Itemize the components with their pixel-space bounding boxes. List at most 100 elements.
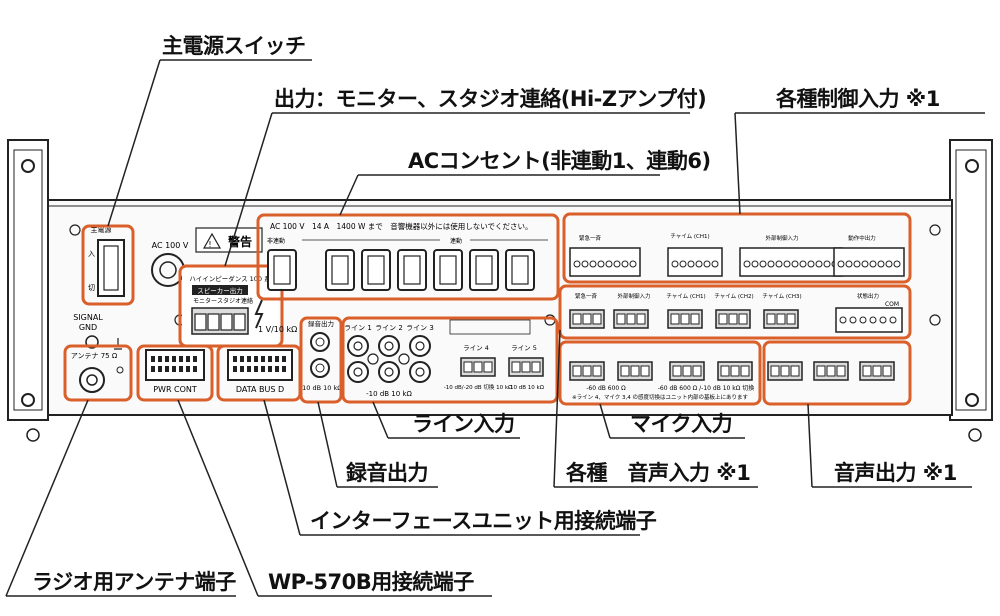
pwr-pin <box>172 366 176 372</box>
pwr-pin <box>165 366 169 372</box>
ground-screw <box>367 353 379 365</box>
bus-pin <box>268 356 272 362</box>
audio-output-terminal[interactable] <box>767 361 803 381</box>
antenna-terminal-group: アンテナ 75 Ω <box>63 344 133 402</box>
control-terminal-block[interactable] <box>833 247 905 277</box>
input-terminal-block[interactable] <box>613 309 649 329</box>
linked-label: 連動 <box>450 237 462 245</box>
linked-outlet[interactable] <box>469 249 499 291</box>
line3-label: ライン 3 <box>406 324 434 332</box>
line-rca-jack[interactable] <box>378 361 400 383</box>
callout-audio-input: 各種 音声入力 ※1 <box>566 461 751 485</box>
ac-outlet-highlight <box>256 213 560 301</box>
bus-pin <box>275 356 279 362</box>
callout-output: 出力：モニター、スタジオ連絡(Hi-Zアンプ付) <box>274 87 707 111</box>
pwr-pin <box>186 366 190 372</box>
pwr-pin <box>179 356 183 362</box>
input-terminal-block[interactable] <box>763 309 799 329</box>
line-rca-jack[interactable] <box>409 335 431 357</box>
linked-outlet[interactable] <box>361 249 391 291</box>
bus-pin <box>268 366 272 372</box>
control-group-label: チャイム (CH1) <box>670 233 709 240</box>
callout-main-power: 主電源スイッチ <box>162 34 306 58</box>
data-bus-connector[interactable] <box>227 349 293 381</box>
antenna-highlight <box>63 344 133 402</box>
rec-out-jack-1[interactable] <box>310 332 330 352</box>
bus-pin <box>240 356 244 362</box>
speaker-out-label: スピーカー出力 <box>197 286 243 295</box>
pwr-pin <box>179 366 183 372</box>
off-label: 切 <box>88 284 95 292</box>
non-linked-outlet[interactable] <box>267 249 297 291</box>
linked-outlet[interactable] <box>505 249 535 291</box>
bus-pin <box>247 366 251 372</box>
audio-output-terminal[interactable] <box>813 361 849 381</box>
mic-terminal-block[interactable] <box>617 361 653 381</box>
input-terminal-block[interactable] <box>715 309 751 329</box>
input-terminal-block[interactable] <box>667 309 703 329</box>
bus-pin <box>282 356 286 362</box>
status-output-terminal[interactable] <box>835 307 903 333</box>
rec-out-jack-2[interactable] <box>310 358 330 378</box>
main-power-panel-label: 主電源 <box>91 225 112 234</box>
line5-terminal[interactable] <box>508 357 544 377</box>
pwr-pin <box>193 366 197 372</box>
control-input-highlight <box>562 212 912 284</box>
line-input-group: ライン 1 ライン 2 ライン 3 -10 dB 10 kΩ ライン 4 ライン… <box>341 316 559 404</box>
bus-pin <box>233 356 237 362</box>
line-rca-jack[interactable] <box>409 361 431 383</box>
line-rca-jack[interactable] <box>347 335 369 357</box>
pwr-cont-connector[interactable] <box>145 349 205 381</box>
on-label: 入 <box>88 250 95 258</box>
signal-gnd-label: SIGNAL <box>73 313 103 322</box>
control-terminal-block[interactable] <box>739 247 843 277</box>
mic-terminal-block[interactable] <box>717 361 753 381</box>
mic-terminal-block[interactable] <box>669 361 705 381</box>
bus-pin <box>275 366 279 372</box>
control-terminal-block[interactable] <box>569 247 641 277</box>
pwr-pin <box>151 356 155 362</box>
linked-outlet[interactable] <box>433 249 463 291</box>
ac-outlet-note: AC 100 V 14 A 1400 W まで 音響機器以外には使用しないでくだ… <box>270 221 533 231</box>
line4-label: ライン 4 <box>463 344 489 352</box>
control-group-label: 緊急一斉 <box>579 234 602 242</box>
bus-pin <box>261 356 265 362</box>
callout-mic-input: マイク入力 <box>630 412 733 436</box>
mic-spec-1: -60 dB 600 Ω <box>586 385 626 392</box>
line-rca-jack[interactable] <box>378 335 400 357</box>
ohm-label: 1 V/10 kΩ <box>258 325 297 334</box>
input-group-label: 緊急一斉 <box>575 292 598 300</box>
mic-input-highlight <box>558 340 762 406</box>
pwr-pin <box>172 356 176 362</box>
mic-note: ※ライン 4、マイク 3,4 の感度切換はユニット内部の基板上にあります <box>572 393 748 401</box>
pwr-pin <box>158 356 162 362</box>
mic-input-group: -60 dB 600 Ω -60 dB 600 Ω /-10 dB 10 kΩ … <box>558 340 762 406</box>
line5-label: ライン 5 <box>511 344 537 352</box>
rec-output-group: 録音出力 -10 dB 10 kΩ <box>299 316 343 404</box>
linked-outlet[interactable] <box>397 249 427 291</box>
audio-output-terminal[interactable] <box>859 361 895 381</box>
control-terminal-block[interactable] <box>667 247 723 277</box>
line-input-highlight <box>341 316 559 404</box>
control-input-group: 緊急一斉チャイム (CH1)外部制御入力動作中出力 <box>562 212 912 284</box>
pwr-cont-group: PWR CONT <box>136 344 214 402</box>
bus-pin <box>240 366 244 372</box>
bus-pin <box>247 356 251 362</box>
line4-terminal[interactable] <box>460 357 496 377</box>
mic-spec-2: -60 dB 600 Ω /-10 dB 10 kΩ 切換 <box>658 384 754 392</box>
linked-outlet[interactable] <box>325 249 355 291</box>
mic-terminal-block[interactable] <box>569 361 605 381</box>
main-power-switch[interactable] <box>97 239 125 297</box>
bus-pin <box>233 366 237 372</box>
input-terminal-block[interactable] <box>569 309 605 329</box>
com-label: COM <box>885 301 899 308</box>
input-group-label: 状態出力 <box>857 292 879 300</box>
warning-icon: ! <box>208 240 211 249</box>
antenna-label: アンテナ 75 Ω <box>71 352 118 360</box>
antenna-connector[interactable] <box>79 367 105 393</box>
pwr-cont-label: PWR CONT <box>153 385 197 394</box>
callout-audio-output: 音声出力 ※1 <box>834 461 957 485</box>
rec-out-label: 録音出力 <box>308 319 334 328</box>
line-rca-jack[interactable] <box>347 361 369 383</box>
